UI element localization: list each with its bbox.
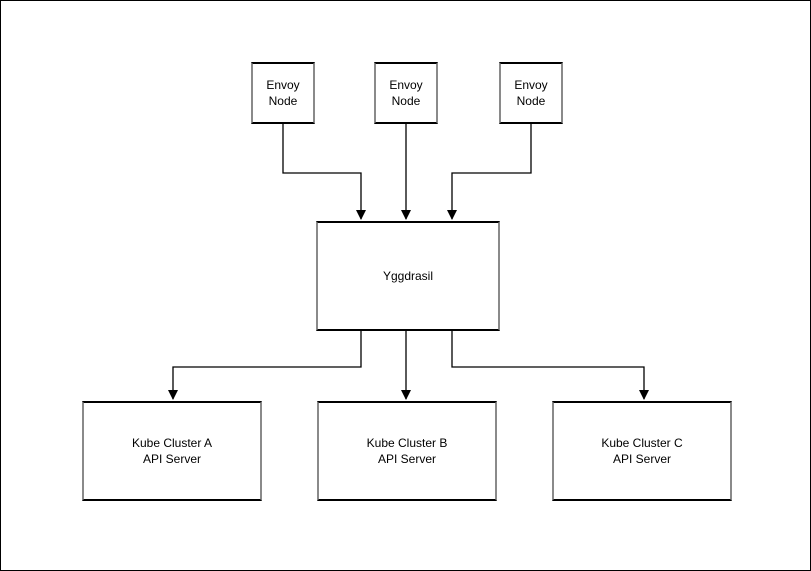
node-kube-cluster-b: Kube Cluster B API Server: [317, 401, 497, 501]
node-envoy-2-label: Envoy Node: [389, 77, 423, 108]
node-envoy-3: Envoy Node: [499, 62, 563, 124]
edge-envoy1-yggdrasil: [282, 124, 366, 220]
edge-envoy3-yggdrasil: [447, 124, 532, 220]
node-envoy-1: Envoy Node: [251, 62, 315, 124]
node-yggdrasil-label: Yggdrasil: [382, 268, 434, 283]
node-kube-cluster-c-label: Kube Cluster C API Server: [601, 435, 683, 466]
node-kube-cluster-b-label: Kube Cluster B API Server: [366, 435, 448, 466]
node-envoy-2: Envoy Node: [374, 62, 438, 124]
node-kube-cluster-c: Kube Cluster C API Server: [552, 401, 732, 501]
node-envoy-3-label: Envoy Node: [514, 77, 548, 108]
edge-yggdrasil-kube-c: [451, 331, 649, 400]
node-envoy-1-label: Envoy Node: [266, 77, 300, 108]
node-kube-cluster-a: Kube Cluster A API Server: [82, 401, 262, 501]
node-yggdrasil: Yggdrasil: [316, 221, 500, 331]
node-kube-cluster-a-label: Kube Cluster A API Server: [131, 435, 213, 466]
edge-yggdrasil-kube-a: [168, 331, 362, 400]
